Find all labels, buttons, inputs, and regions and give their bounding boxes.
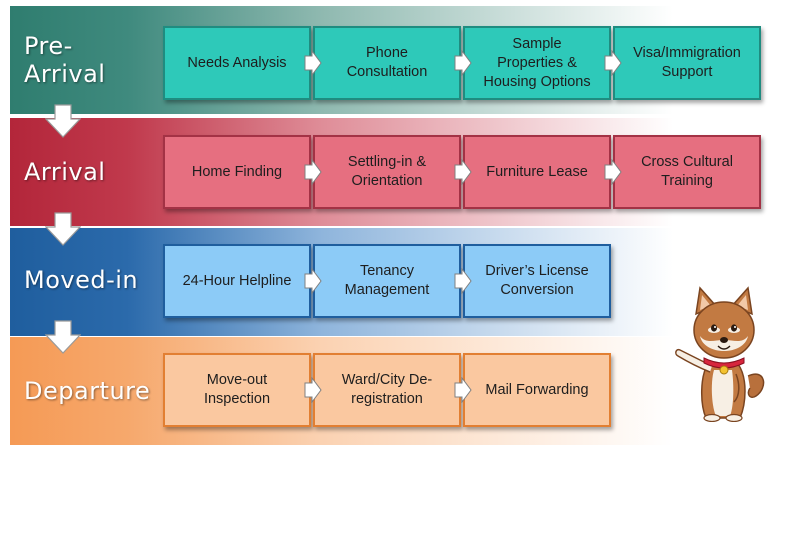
step-sample-properties: Sample Properties & Housing Options <box>463 26 611 100</box>
chevron-right-icon <box>304 159 322 185</box>
step-tenancy-management: Tenancy Management <box>313 244 461 318</box>
down-arrow-icon <box>45 104 81 138</box>
chevron-right-icon <box>604 159 622 185</box>
step-visa-immigration-support: Visa/Immigration Support <box>613 26 761 100</box>
chevron-right-icon <box>454 377 472 403</box>
stage-label-departure: Departure <box>24 377 151 405</box>
stage-band-departure: Departure <box>10 337 790 445</box>
step-home-finding: Home Finding <box>163 135 311 209</box>
chevron-right-icon <box>454 159 472 185</box>
step-mail-forwarding: Mail Forwarding <box>463 353 611 427</box>
stage-label-pre-arrival: Pre- Arrival <box>24 32 106 88</box>
chevron-right-icon <box>304 268 322 294</box>
step-settling-in-orientation: Settling-in & Orientation <box>313 135 461 209</box>
step-24-hour-helpline: 24-Hour Helpline <box>163 244 311 318</box>
chevron-right-icon <box>304 50 322 76</box>
chevron-right-icon <box>454 268 472 294</box>
chevron-right-icon <box>604 50 622 76</box>
step-cross-cultural-training: Cross Cultural Training <box>613 135 761 209</box>
step-phone-consultation: Phone Consultation <box>313 26 461 100</box>
step-furniture-lease: Furniture Lease <box>463 135 611 209</box>
step-move-out-inspection: Move-out Inspection <box>163 353 311 427</box>
chevron-right-icon <box>454 50 472 76</box>
step-needs-analysis: Needs Analysis <box>163 26 311 100</box>
stage-label-moved-in: Moved-in <box>24 266 139 294</box>
stage-label-arrival: Arrival <box>24 158 106 186</box>
step-drivers-license-conversion: Driver’s License Conversion <box>463 244 611 318</box>
shiba-dog-mascot-icon <box>675 286 765 422</box>
down-arrow-icon <box>45 320 81 354</box>
down-arrow-icon <box>45 212 81 246</box>
chevron-right-icon <box>304 377 322 403</box>
step-ward-city-deregistration: Ward/City De- registration <box>313 353 461 427</box>
